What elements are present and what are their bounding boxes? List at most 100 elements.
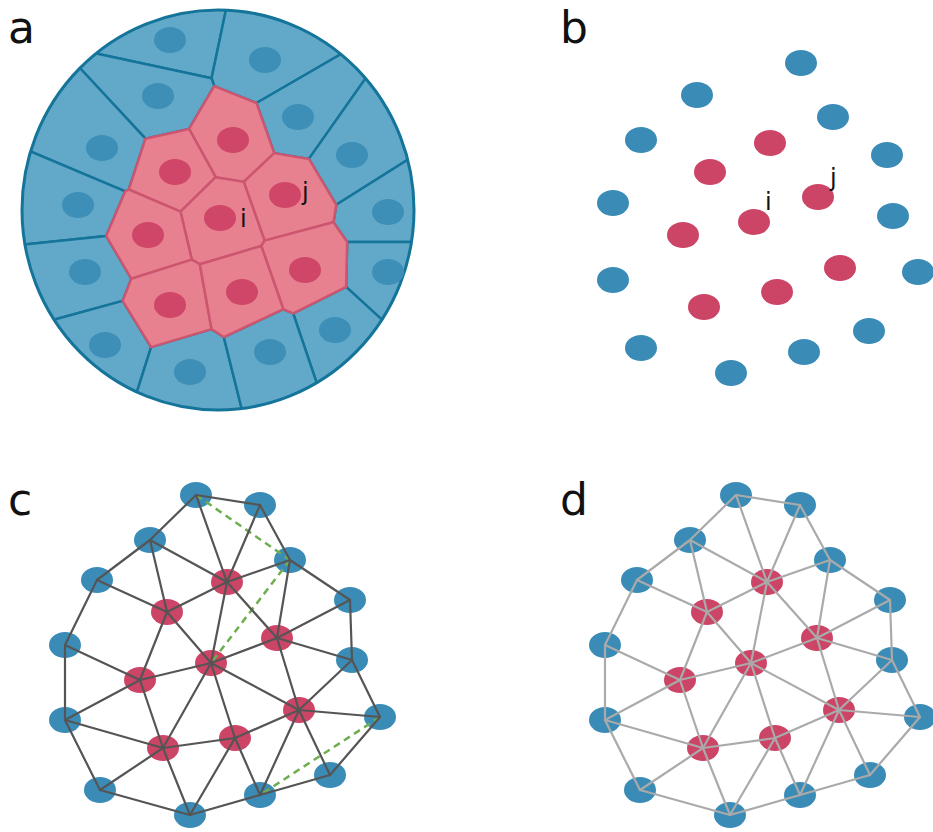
graph-edge bbox=[330, 717, 380, 775]
cell bbox=[309, 0, 440, 205]
graph-edge bbox=[97, 580, 167, 612]
triangulation-graph bbox=[49, 482, 396, 828]
graph-edge bbox=[640, 748, 703, 790]
point bbox=[667, 222, 699, 248]
nucleus bbox=[254, 339, 286, 365]
graph-edge bbox=[235, 738, 260, 795]
cell-label: i bbox=[765, 190, 772, 214]
graph-edge bbox=[150, 540, 167, 612]
nucleus bbox=[226, 279, 258, 305]
graph-edge bbox=[64, 645, 66, 720]
graph-edge bbox=[140, 680, 163, 748]
graph-edge bbox=[830, 560, 890, 600]
graph-edge bbox=[260, 710, 299, 795]
point bbox=[754, 130, 786, 156]
nucleus bbox=[249, 47, 281, 73]
graph-edge bbox=[140, 663, 211, 680]
graph-edge bbox=[730, 738, 775, 815]
graph-edge bbox=[690, 540, 707, 612]
graph-edge bbox=[150, 540, 227, 582]
nucleus bbox=[62, 192, 94, 218]
graph-edge bbox=[277, 600, 350, 638]
nucleus bbox=[372, 199, 404, 225]
point-set bbox=[597, 50, 933, 386]
graph-edge bbox=[690, 495, 736, 540]
point bbox=[824, 255, 856, 281]
nucleus bbox=[282, 104, 314, 130]
nucleus bbox=[154, 292, 186, 318]
graph-edge bbox=[817, 638, 892, 660]
graph-edge bbox=[167, 612, 211, 663]
graph-edge bbox=[211, 582, 227, 663]
graph-edge bbox=[604, 645, 606, 720]
graph-edge bbox=[65, 580, 97, 645]
graph-edge bbox=[260, 505, 290, 560]
graph-edge bbox=[839, 710, 920, 717]
graph-edge bbox=[65, 680, 140, 720]
cell-cluster bbox=[0, 0, 440, 430]
graph-edge bbox=[767, 582, 817, 638]
cell bbox=[333, 139, 440, 242]
nucleus bbox=[89, 332, 121, 358]
graph-edge bbox=[227, 505, 260, 582]
cell bbox=[0, 301, 151, 430]
graph-edge bbox=[260, 775, 330, 795]
graph-edge bbox=[97, 540, 150, 580]
point bbox=[877, 203, 909, 229]
graph-edge bbox=[277, 560, 290, 638]
nucleus bbox=[174, 359, 206, 385]
graph-edge bbox=[100, 790, 190, 815]
cell-label: j bbox=[302, 180, 309, 204]
nucleus bbox=[142, 83, 174, 109]
graph-edge bbox=[870, 717, 920, 775]
nucleus bbox=[159, 159, 191, 185]
graph-edge bbox=[775, 738, 800, 795]
graph-edge bbox=[839, 660, 892, 710]
graph-edge bbox=[817, 560, 830, 638]
point bbox=[785, 50, 817, 76]
graph-edge bbox=[637, 540, 690, 580]
graph-edge bbox=[736, 495, 800, 505]
graph-edge bbox=[767, 560, 830, 582]
point bbox=[715, 360, 747, 386]
graph-edge bbox=[703, 663, 751, 748]
graph-edge bbox=[703, 748, 730, 815]
nucleus bbox=[204, 205, 236, 231]
cluster-outline bbox=[22, 10, 414, 410]
graph-edge bbox=[167, 582, 227, 612]
point bbox=[817, 104, 849, 130]
panel-letter: d bbox=[560, 478, 588, 522]
graph-edge bbox=[227, 582, 277, 638]
nucleus bbox=[86, 135, 118, 161]
panel-letter: b bbox=[560, 6, 588, 50]
graph-edge bbox=[707, 582, 767, 612]
graph-edge bbox=[299, 710, 380, 717]
graph-edge bbox=[707, 612, 751, 663]
graph-edge bbox=[751, 582, 767, 663]
graph-edge bbox=[290, 560, 350, 600]
cell bbox=[200, 246, 284, 337]
nucleus bbox=[372, 259, 404, 285]
graph-edge bbox=[680, 663, 751, 680]
graph-edge bbox=[736, 495, 767, 582]
cell bbox=[293, 287, 440, 430]
panel-letter: c bbox=[8, 478, 32, 522]
panel-letter: a bbox=[8, 6, 35, 50]
point bbox=[902, 259, 933, 285]
graph-edge bbox=[605, 720, 703, 748]
graph-edge bbox=[235, 710, 299, 738]
graph-edge bbox=[690, 540, 767, 582]
graph-edge bbox=[163, 738, 235, 748]
graph-edge bbox=[775, 710, 839, 738]
point bbox=[853, 318, 885, 344]
filtered-graph bbox=[589, 482, 933, 828]
point bbox=[761, 279, 793, 305]
graph-edge bbox=[100, 748, 163, 790]
graph-edge bbox=[65, 645, 140, 680]
graph-edge bbox=[605, 680, 680, 720]
graph-edge bbox=[299, 710, 330, 775]
nucleus bbox=[217, 127, 249, 153]
point bbox=[788, 339, 820, 365]
graph-edge bbox=[892, 660, 920, 717]
